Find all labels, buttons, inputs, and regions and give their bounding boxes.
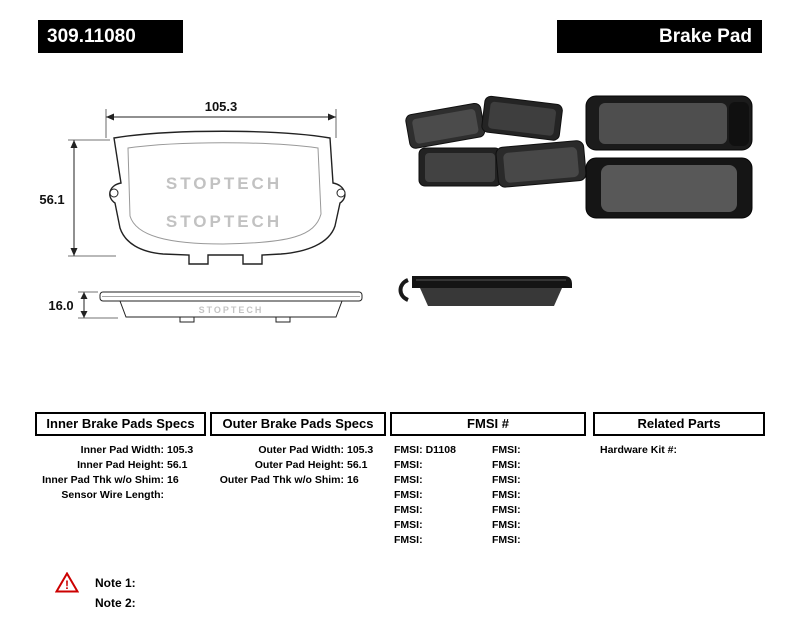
fmsi-label: FMSI: (492, 444, 521, 456)
fmsi-row: FMSI: (492, 458, 586, 473)
fmsi-value: D1108 (425, 444, 456, 456)
watermark-text: STOPTECH (166, 174, 282, 193)
fmsi-row: FMSI: (394, 488, 488, 503)
spec-value: 105.3 (167, 444, 194, 456)
fmsi-label: FMSI: (492, 534, 521, 546)
fmsi-label: FMSI: (394, 459, 423, 471)
spec-label: Outer Pad Width: (258, 444, 344, 456)
fmsi-label: FMSI: (492, 504, 521, 516)
related-row: Hardware Kit #: (600, 443, 765, 458)
fmsi-label: FMSI: (394, 444, 423, 456)
fmsi-row: FMSI:D1108 (394, 443, 488, 458)
fmsi-label: FMSI: (394, 519, 423, 531)
note-2-label: Note 2: (95, 596, 136, 610)
spec-value (164, 488, 206, 503)
fmsi-left-column: FMSI:D1108 FMSI: FMSI: FMSI: FMSI: FMSI:… (390, 443, 488, 548)
watermark-text: STOPTECH (166, 212, 282, 231)
product-photos (390, 86, 770, 344)
fmsi-row: FMSI: (394, 473, 488, 488)
fmsi-list: FMSI:D1108 FMSI: FMSI: FMSI: FMSI: FMSI:… (390, 443, 586, 548)
fmsi-label: FMSI: (394, 504, 423, 516)
related-parts-list: Hardware Kit #: (600, 443, 765, 458)
fmsi-row: FMSI: (394, 503, 488, 518)
fmsi-title: FMSI # (467, 416, 509, 431)
spec-label: Inner Pad Height: (77, 459, 164, 471)
product-name: Brake Pad (659, 26, 752, 47)
spec-label: Outer Pad Height: (254, 459, 344, 471)
spec-label: Sensor Wire Length: (61, 489, 164, 501)
fmsi-header: FMSI # (390, 412, 586, 436)
outer-specs-list: Outer Pad Width: 105.3 Outer Pad Height:… (210, 443, 386, 488)
fmsi-label: FMSI: (492, 474, 521, 486)
pad-front-view: STOPTECH STOPTECH (109, 130, 346, 265)
product-photos-image (398, 95, 753, 306)
inner-specs-title: Inner Brake Pads Specs (46, 416, 195, 431)
spec-label: Inner Pad Width: (80, 444, 164, 456)
warning-glyph: ! (65, 578, 69, 592)
product-name-bar: Brake Pad (557, 20, 762, 53)
inner-specs-list: Inner Pad Width: 105.3 Inner Pad Height:… (35, 443, 206, 503)
spec-row: Inner Pad Height: 56.1 (35, 458, 206, 473)
fmsi-row: FMSI: (492, 503, 586, 518)
fmsi-row: FMSI: (492, 488, 586, 503)
spec-value: 56.1 (347, 459, 368, 471)
related-parts-title: Related Parts (637, 416, 721, 431)
related-parts-header: Related Parts (593, 412, 765, 436)
photo-pad-cluster (405, 95, 587, 188)
photo-pad-pair (585, 95, 753, 219)
spec-value: 56.1 (167, 459, 188, 471)
thickness-dimension-label: 16.0 (48, 298, 73, 313)
fmsi-row: FMSI: (394, 518, 488, 533)
spec-row: Inner Pad Width: 105.3 (35, 443, 206, 458)
watermark-text: STOPTECH (199, 305, 264, 315)
fmsi-row: FMSI: (492, 533, 586, 548)
photo-pad-profile (398, 276, 572, 306)
outer-specs-header: Outer Brake Pads Specs (210, 412, 386, 436)
spec-row: Sensor Wire Length: (35, 488, 206, 503)
fmsi-right-column: FMSI: FMSI: FMSI: FMSI: FMSI: FMSI: FMSI… (488, 443, 586, 548)
outer-specs-title: Outer Brake Pads Specs (222, 416, 374, 431)
fmsi-label: FMSI: (492, 519, 521, 531)
spec-row: Inner Pad Thk w/o Shim: 16 (35, 473, 206, 488)
fmsi-row: FMSI: (394, 533, 488, 548)
fmsi-row: FMSI: (492, 443, 586, 458)
spec-label: Inner Pad Thk w/o Shim: (42, 474, 164, 486)
inner-specs-header: Inner Brake Pads Specs (35, 412, 206, 436)
brake-pad-drawing: 105.3 56.1 STOPTECH STOPTECH (39, 99, 363, 323)
note-1-label: Note 1: (95, 576, 136, 590)
fmsi-label: FMSI: (492, 489, 521, 501)
part-number: 309.11080 (47, 26, 136, 47)
fmsi-row: FMSI: (492, 518, 586, 533)
warning-triangle-icon: ! (55, 572, 79, 593)
spec-value: 105.3 (347, 444, 374, 456)
width-dimension-label: 105.3 (205, 99, 238, 114)
pad-side-view: STOPTECH (99, 291, 363, 323)
fmsi-row: FMSI: (492, 473, 586, 488)
fmsi-label: FMSI: (394, 474, 423, 486)
spec-row: Outer Pad Thk w/o Shim: 16 (210, 473, 386, 488)
height-dimension-label: 56.1 (39, 192, 64, 207)
fmsi-label: FMSI: (492, 459, 521, 471)
fmsi-label: FMSI: (394, 534, 423, 546)
spec-row: Outer Pad Height: 56.1 (210, 458, 386, 473)
fmsi-row: FMSI: (394, 458, 488, 473)
spec-label: Outer Pad Thk w/o Shim: (219, 474, 344, 486)
part-number-bar: 309.11080 (38, 20, 183, 53)
fmsi-label: FMSI: (394, 489, 423, 501)
technical-drawing: 105.3 56.1 STOPTECH STOPTECH (28, 86, 400, 354)
spec-value: 16 (347, 474, 359, 486)
related-label: Hardware Kit #: (600, 444, 678, 456)
spec-value: 16 (167, 474, 179, 486)
spec-row: Outer Pad Width: 105.3 (210, 443, 386, 458)
